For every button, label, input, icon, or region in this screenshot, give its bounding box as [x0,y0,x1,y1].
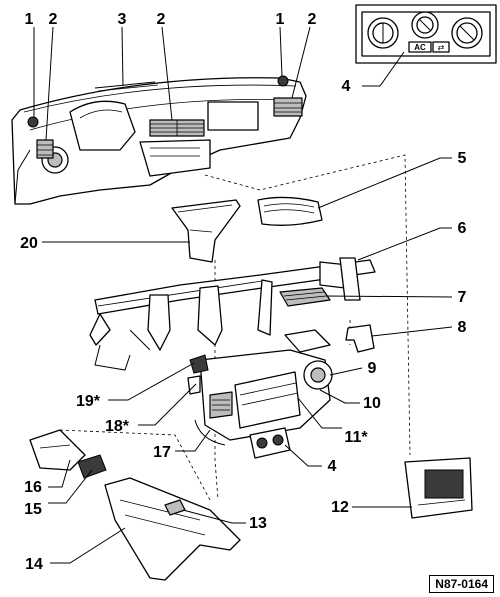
center-console-bracket [139,139,211,177]
climate-control-inset: AC ⇄ [355,4,497,64]
filter-part-7 [279,287,331,307]
callout-1b: 1 [276,11,285,28]
callout-4b: 4 [328,458,337,475]
callout-19: 19* [76,393,101,410]
vent-unit-part-12 [404,457,473,519]
callout-2c: 2 [308,11,317,28]
callout-2b: 2 [157,11,166,28]
dash-vent-right [273,97,303,117]
callout-8: 8 [458,319,467,336]
callout-3: 3 [118,11,127,28]
heater-box-assembly [187,329,333,446]
dash-vent-center [149,119,205,137]
cross-member-part-6 [89,257,376,371]
ac-button [408,41,432,53]
instrument-cluster [69,100,136,151]
callout-4a: 4 [342,78,351,95]
callout-9: 9 [368,360,377,377]
callout-17: 17 [153,444,171,461]
callout-20: 20 [20,235,38,252]
callout-2a: 2 [49,11,58,28]
callout-13: 13 [249,515,267,532]
defroster-vent [94,81,156,89]
footwell-duct-part-16 [29,429,86,471]
center-duct-part-20 [171,199,241,263]
figure-reference-code: N87-0164 [429,575,494,593]
bracket-part-8 [345,324,375,353]
dashboard-panel [11,75,307,205]
floor-duct-part-14 [104,477,241,581]
callout-1a: 1 [25,11,34,28]
side-vent-left [27,116,39,128]
callout-6: 6 [458,220,467,237]
callout-7: 7 [458,289,467,306]
glovebox-lid [207,101,259,131]
leader-lines [33,26,453,564]
duct-clip-part-13 [164,499,186,516]
temperature-sensor-18 [187,375,201,395]
ac-button-label: AC [414,43,426,52]
fresh-air-flap [284,329,331,353]
callout-10: 10 [363,395,381,412]
callout-labels: 1 2 3 2 1 2 4 5 6 7 8 9 10 11* 4 12 13 1… [20,11,466,573]
servo-motor-19 [189,354,209,374]
recirculation-button [432,41,450,53]
callout-14: 14 [25,556,43,573]
vent-duct-part-5 [257,196,323,226]
callout-15: 15 [24,501,42,518]
callout-12: 12 [331,499,349,516]
callout-11: 11* [344,429,368,446]
callout-16: 16 [24,479,42,496]
side-vent-right [277,75,289,87]
footwell-outlet-part-15 [77,454,107,479]
recirculation-button-label: ⇄ [438,43,445,52]
callout-5: 5 [458,150,467,167]
callout-18: 18* [105,418,130,435]
dash-vent-left-outer [36,139,54,159]
